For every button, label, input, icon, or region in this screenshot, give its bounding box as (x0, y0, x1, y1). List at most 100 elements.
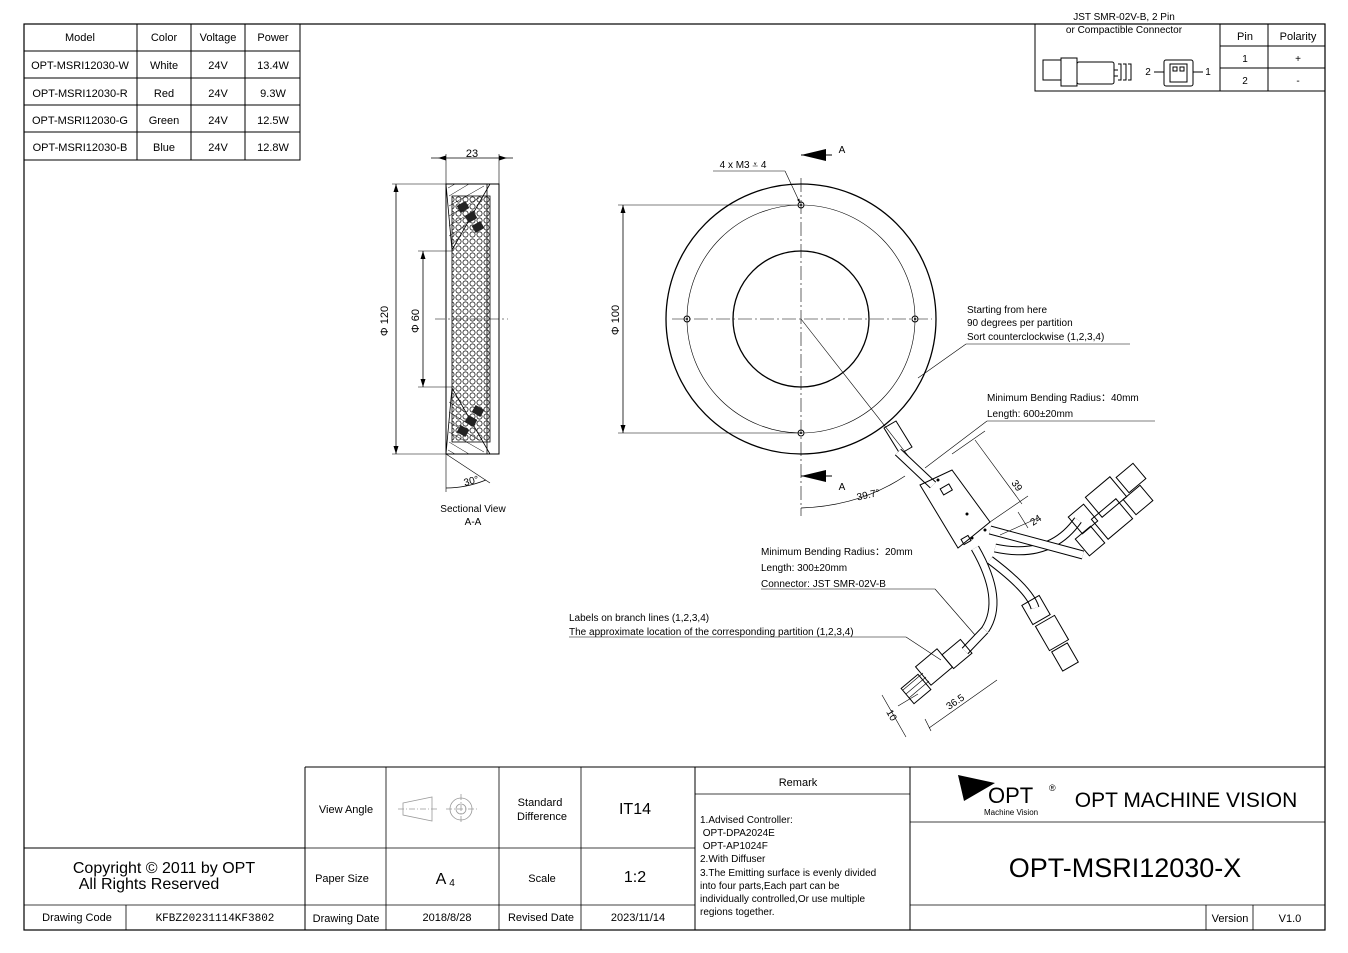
sheet-border (23, 23, 1326, 931)
projection-symbol-icon (398, 794, 478, 824)
spec-header-power: Power (257, 32, 289, 44)
scale-value: 1:2 (624, 869, 646, 886)
copyright-line-1: Copyright © 2011 by OPT (73, 860, 255, 877)
spec-cell: Green (149, 115, 180, 127)
partition-note-2: 90 degrees per partition (967, 318, 1073, 329)
spec-cell: 12.5W (257, 115, 289, 127)
spec-header-voltage: Voltage (200, 32, 237, 44)
cable-angle: 39.7° (856, 488, 881, 504)
spec-cell: 24V (208, 115, 228, 127)
sectional-view: 23 Φ 120 (379, 148, 513, 528)
paper-size-value: A (436, 871, 447, 888)
spec-cell: OPT-MSRI12030-R (32, 88, 127, 100)
spec-cell: 9.3W (260, 88, 286, 100)
section-caption-1: Sectional View (440, 504, 506, 515)
branch-cable-note-3: Connector: JST SMR-02V-B (761, 579, 886, 590)
pin-header: Pin (1237, 31, 1253, 43)
dim-39: 39 (1009, 478, 1025, 494)
labels-note-2: The approximate location of the correspo… (569, 627, 854, 638)
main-cable-note-1: Minimum Bending Radius：40mm (987, 393, 1139, 404)
labels-note-1: Labels on branch lines (1,2,3,4) (569, 613, 709, 624)
connector-box: JST SMR-02V-B, 2 Pin or Compactible Conn… (1034, 12, 1326, 92)
front-view: 4 x M3 ⩡ 4 A A Φ 100 39.7° Starting from… (569, 145, 1155, 738)
section-caption-2: A-A (465, 517, 482, 528)
paper-size-label: Paper Size (315, 873, 369, 885)
opt-logo: OPT ® Machine Vision (958, 775, 1056, 817)
drawing-date-label: Drawing Date (313, 913, 380, 925)
logo-subtitle: Machine Vision (984, 808, 1038, 817)
remark-line: 1.Advised Controller: (700, 815, 793, 826)
remark-line: 3.The Emitting surface is evenly divided (700, 868, 876, 879)
spec-cell: 13.4W (257, 60, 289, 72)
spec-cell: OPT-MSRI12030-G (32, 115, 128, 127)
branch-cable-note-2: Length: 300±20mm (761, 563, 847, 574)
dim-10: 10 (883, 708, 898, 724)
pin-label-1: 1 (1205, 67, 1211, 78)
dim-inner-diameter: Φ 60 (410, 309, 422, 333)
logo-registered: ® (1049, 783, 1056, 793)
section-angle: 30° (463, 474, 480, 489)
spec-header-model: Model (65, 32, 95, 44)
title-block (24, 766, 1325, 930)
dim-hole-circle: Φ 100 (610, 305, 622, 335)
view-angle-label: View Angle (319, 804, 373, 816)
logo-text: OPT (988, 783, 1033, 808)
connector-title-2: or Compactible Connector (1066, 25, 1183, 36)
remark-line: individually controlled,Or use multiple (700, 894, 866, 905)
polarity-header: Polarity (1280, 31, 1317, 43)
opt-logo-mark-icon (958, 775, 995, 801)
spec-cell: 24V (208, 142, 228, 154)
pin-cell: 1 (1242, 54, 1248, 65)
version-label: Version (1212, 913, 1249, 925)
spec-cell: OPT-MSRI12030-W (31, 60, 129, 72)
drawing-code-label: Drawing Code (42, 912, 112, 924)
remark-line: OPT-DPA2024E (700, 828, 775, 839)
jst-connector-icon (1042, 57, 1203, 87)
dim-24: 24 (1029, 513, 1045, 529)
spec-cell: White (150, 60, 178, 72)
model-name: OPT-MSRI12030-X (1009, 853, 1242, 883)
remark-line: regions together. (700, 907, 775, 918)
remark-label: Remark (779, 777, 818, 789)
standard-diff-label-1: Standard (518, 797, 563, 809)
partition-note-1: Starting from here (967, 305, 1047, 316)
remark-line: 2.With Diffuser (700, 854, 766, 865)
revised-date-label: Revised Date (508, 912, 574, 924)
spec-header-color: Color (151, 32, 178, 44)
section-mark-top: A (839, 145, 846, 156)
standard-diff-value: IT14 (619, 801, 651, 818)
paper-size-sub: 4 (449, 878, 455, 889)
spec-cell: 24V (208, 60, 228, 72)
spec-cell: Red (154, 88, 174, 100)
revised-date: 2023/11/14 (611, 912, 665, 924)
dim-outer-diameter: Φ 120 (379, 306, 391, 336)
drawing-date: 2018/8/28 (423, 912, 472, 924)
copyright-line-2: All Rights Reserved (79, 876, 220, 893)
standard-diff-label-2: Difference (517, 811, 567, 823)
partition-note-3: Sort counterclockwise (1,2,3,4) (967, 332, 1104, 343)
version-value: V1.0 (1279, 913, 1302, 925)
connector-title-1: JST SMR-02V-B, 2 Pin (1073, 12, 1175, 23)
polarity-cell: - (1296, 76, 1299, 87)
spec-cell: 12.8W (257, 142, 289, 154)
company-name: OPT MACHINE VISION (1075, 789, 1297, 812)
polarity-cell: + (1295, 54, 1301, 65)
drawing-code: KFBZ20231114KF3802 (156, 913, 275, 925)
remark-line: into four parts,Each part can be (700, 881, 840, 892)
scale-label: Scale (528, 873, 556, 885)
pin-label-2: 2 (1145, 67, 1151, 78)
branch-cable-note-1: Minimum Bending Radius：20mm (761, 547, 913, 558)
spec-table: Model Color Voltage Power OPT-MSRI12030-… (23, 23, 301, 161)
spec-cell: 24V (208, 88, 228, 100)
dim-width-23: 23 (466, 148, 478, 160)
holes-callout: 4 x M3 ⩡ 4 (720, 160, 767, 171)
remark-line: OPT-AP1024F (700, 841, 768, 852)
main-cable-note-2: Length: 600±20mm (987, 409, 1073, 420)
section-mark-bottom: A (839, 482, 846, 493)
pin-cell: 2 (1242, 76, 1248, 87)
spec-cell: Blue (153, 142, 175, 154)
cable-assembly (883, 420, 1154, 705)
spec-cell: OPT-MSRI12030-B (33, 142, 128, 154)
dim-36-5: 36.5 (945, 692, 968, 712)
